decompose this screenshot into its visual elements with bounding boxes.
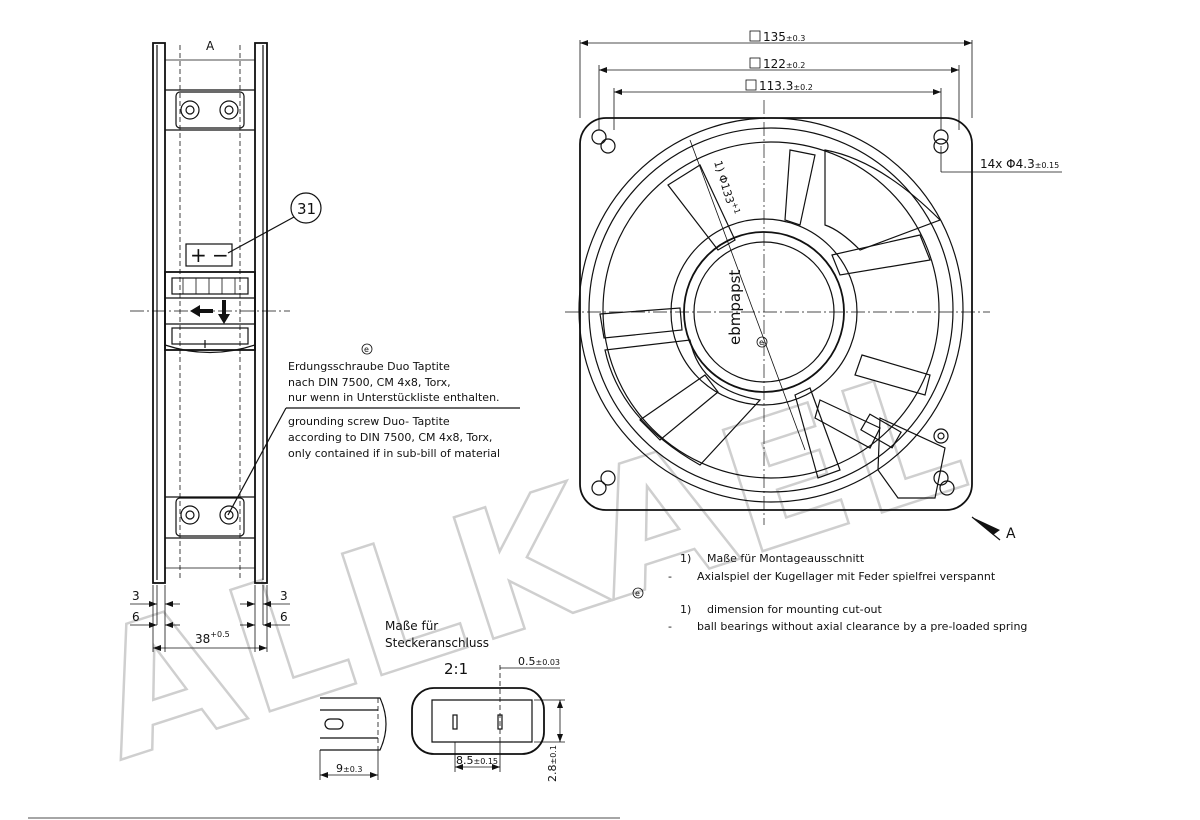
svg-text:e: e — [364, 345, 369, 354]
note-en-line3: only contained if in sub-bill of materia… — [288, 447, 500, 460]
note-de-line2: nach DIN 7500, CM 4x8, Torx, — [288, 376, 451, 389]
footnote-de-line2: Axialspiel der Kugellager mit Feder spie… — [697, 570, 996, 583]
minus-icon: − — [212, 243, 229, 267]
front-view: ebmpapst e — [565, 100, 1016, 542]
motor-hub — [683, 231, 845, 393]
dim-right-6: 6 — [280, 610, 288, 624]
dim-holes: 14x Φ4.3±0.15 — [980, 157, 1059, 171]
airflow-arrow-icon — [190, 305, 213, 317]
bottom-screw-block — [175, 497, 245, 537]
dim-plug-len: 9±0.3 — [336, 762, 362, 775]
position-balloon — [290, 192, 322, 224]
note-en-line2: according to DIN 7500, CM 4x8, Torx, — [288, 431, 492, 444]
footnote-en-num: 1) — [680, 603, 691, 616]
scale-label: 2:1 — [444, 660, 468, 678]
grounding-note: e Erdungsschraube Duo Taptite nach DIN 7… — [288, 343, 500, 460]
flag-e-icon — [361, 343, 373, 355]
plus-icon: + — [190, 243, 207, 267]
dim-outer: 135±0.3 — [763, 30, 805, 44]
fan-struts — [599, 149, 942, 479]
svg-text:e: e — [759, 338, 764, 347]
footnote-en-dash: - — [668, 620, 672, 633]
brand-logo: ebmpapst — [726, 270, 744, 345]
dim-depth: 38+0.5 — [195, 630, 230, 646]
connector-detail: Maße für Steckeranschluss 2:1 9±0.3 8.5±… — [319, 619, 565, 782]
note-de-line1: Erdungsschraube Duo Taptite — [288, 360, 450, 373]
dim-plug-height: 2.8±0.1 — [546, 745, 559, 782]
footnote-de-num: 1) — [680, 552, 691, 565]
side-dimensions: 3 6 3 6 38+0.5 — [130, 585, 290, 652]
note-en-line1: grounding screw Duo- Taptite — [288, 415, 450, 428]
footnote-en-line2: ball bearings without axial clearance by… — [697, 620, 1027, 633]
polarity-label — [185, 243, 233, 267]
note-de-line3: nur wenn in Unterstückliste enthalten. — [288, 391, 500, 404]
dim-right-3: 3 — [280, 589, 288, 603]
svg-text:e: e — [635, 589, 640, 598]
dim-left-3: 3 — [132, 589, 140, 603]
footnote-de-line1: Maße für Montageausschnitt — [707, 552, 865, 565]
left-flange — [152, 42, 166, 584]
footnote-de-dash: - — [668, 570, 672, 583]
right-flange — [254, 42, 268, 584]
dim-mid: 122±0.2 — [763, 57, 805, 71]
dim-inner: 113.3±0.2 — [759, 79, 813, 93]
cable-gland — [814, 399, 949, 499]
flag-e-icon — [756, 336, 768, 348]
footnote-en-line1: dimension for mounting cut-out — [707, 603, 883, 616]
arrow-label: A — [1006, 526, 1016, 542]
top-screw-block — [175, 91, 245, 129]
connector-title-line1: Maße für — [385, 619, 438, 633]
dim-diameter: 1) Φ133+1 — [711, 158, 742, 216]
mounting-holes — [591, 129, 955, 496]
dim-left-6: 6 — [132, 610, 140, 624]
view-arrow-icon — [972, 517, 1000, 535]
connector-title-line2: Steckeranschluss — [385, 636, 489, 650]
flag-e-icon — [632, 587, 644, 599]
position-number: 31 — [297, 200, 316, 218]
footnotes: 1) Maße für Montageausschnitt - Axialspi… — [632, 552, 1027, 633]
rotation-arrow-icon — [218, 300, 230, 324]
view-label: A — [206, 39, 215, 53]
side-view: A + − — [130, 39, 520, 584]
dim-slot-width: 0.5±0.03 — [518, 655, 560, 668]
dim-slot-spacing: 8.5±0.15 — [456, 754, 498, 767]
